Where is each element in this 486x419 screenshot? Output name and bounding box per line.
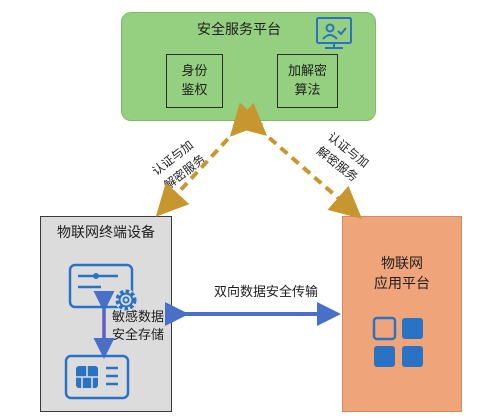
crypto-algorithm-label-line1: 加解密 [287, 64, 327, 79]
app-platform-title-line1: 物联网 [381, 256, 423, 272]
identity-auth-label-line2: 鉴权 [181, 83, 208, 98]
bidirectional-transfer-label: 双向数据安全传输 [213, 285, 318, 300]
app-platform-title-line2: 应用平台 [374, 276, 430, 292]
iot-application-platform [342, 216, 462, 412]
sensitive-storage-line1: 敏感数据 [112, 310, 165, 325]
grid-apps-icon [372, 316, 423, 367]
security-platform-title: 安全服务平台 [197, 22, 281, 38]
monitor-user-icon [316, 17, 352, 49]
card-gear-icon [68, 263, 137, 311]
left-dashed-arrow [155, 102, 264, 217]
crypto-algorithm-label-line2: 算法 [294, 83, 321, 98]
sim-card-icon [64, 354, 130, 400]
sensitive-storage-line2: 安全存储 [112, 328, 165, 343]
iot-device-title: 物联网终端设备 [57, 225, 155, 241]
identity-auth-label-line1: 身份 [181, 64, 208, 79]
right-dashed-arrow [232, 102, 363, 219]
